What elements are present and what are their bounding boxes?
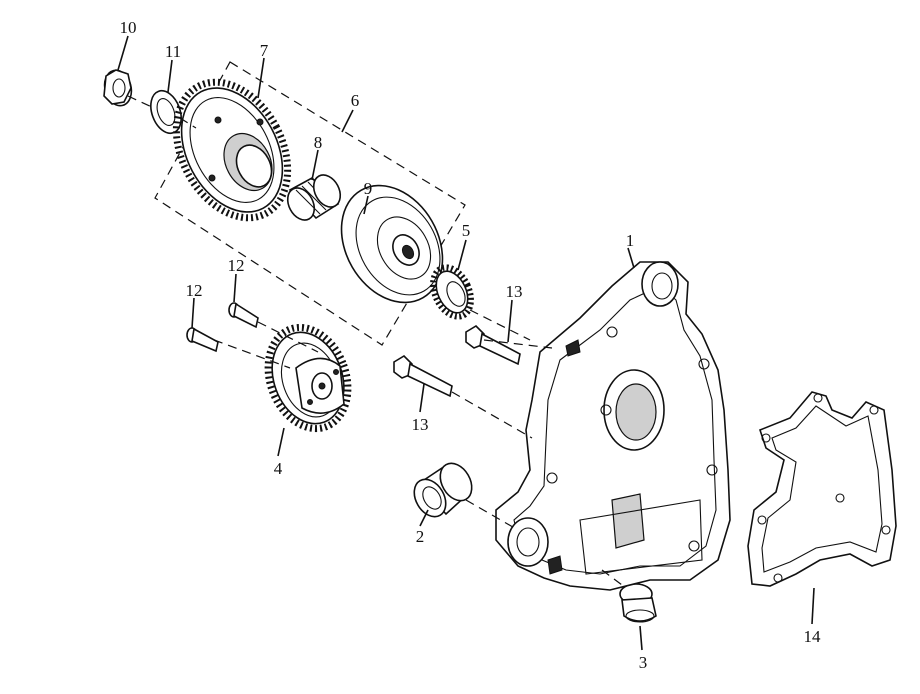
callout-6: 6 <box>351 91 360 110</box>
crankcase-cover <box>495 261 731 591</box>
callout-14: 14 <box>804 627 822 646</box>
leader-lines <box>117 35 815 651</box>
starter-clutch <box>340 184 444 304</box>
oil-pump-gear <box>264 323 352 433</box>
bushing <box>619 583 657 623</box>
dowel-pin-lower <box>186 327 219 353</box>
bolt-upper <box>465 324 521 366</box>
starter-driven-gear <box>172 78 292 222</box>
dowel-pin-upper <box>228 302 259 329</box>
callout-1: 1 <box>626 231 635 250</box>
callout-12-upper: 12 <box>228 256 245 275</box>
assembly-group-outline <box>154 61 466 346</box>
callout-7: 7 <box>260 41 269 60</box>
gasket <box>747 391 897 587</box>
callout-5: 5 <box>462 221 471 240</box>
callout-10: 10 <box>120 18 137 37</box>
callout-13-upper: 13 <box>506 282 523 301</box>
bolt-lower <box>393 354 453 398</box>
needle-bearing <box>286 174 342 221</box>
callout-12-lower: 12 <box>186 281 203 300</box>
callout-4: 4 <box>274 459 283 478</box>
ball-bearing <box>413 462 473 518</box>
nut <box>103 69 133 107</box>
callout-9: 9 <box>364 179 373 198</box>
callout-13-lower: 13 <box>412 415 429 434</box>
idle-gear <box>430 264 474 320</box>
callout-8: 8 <box>314 133 323 152</box>
assembly-guide-lines <box>127 95 627 589</box>
callout-2: 2 <box>416 527 425 546</box>
callout-11: 11 <box>165 42 181 61</box>
callout-3: 3 <box>639 653 648 672</box>
